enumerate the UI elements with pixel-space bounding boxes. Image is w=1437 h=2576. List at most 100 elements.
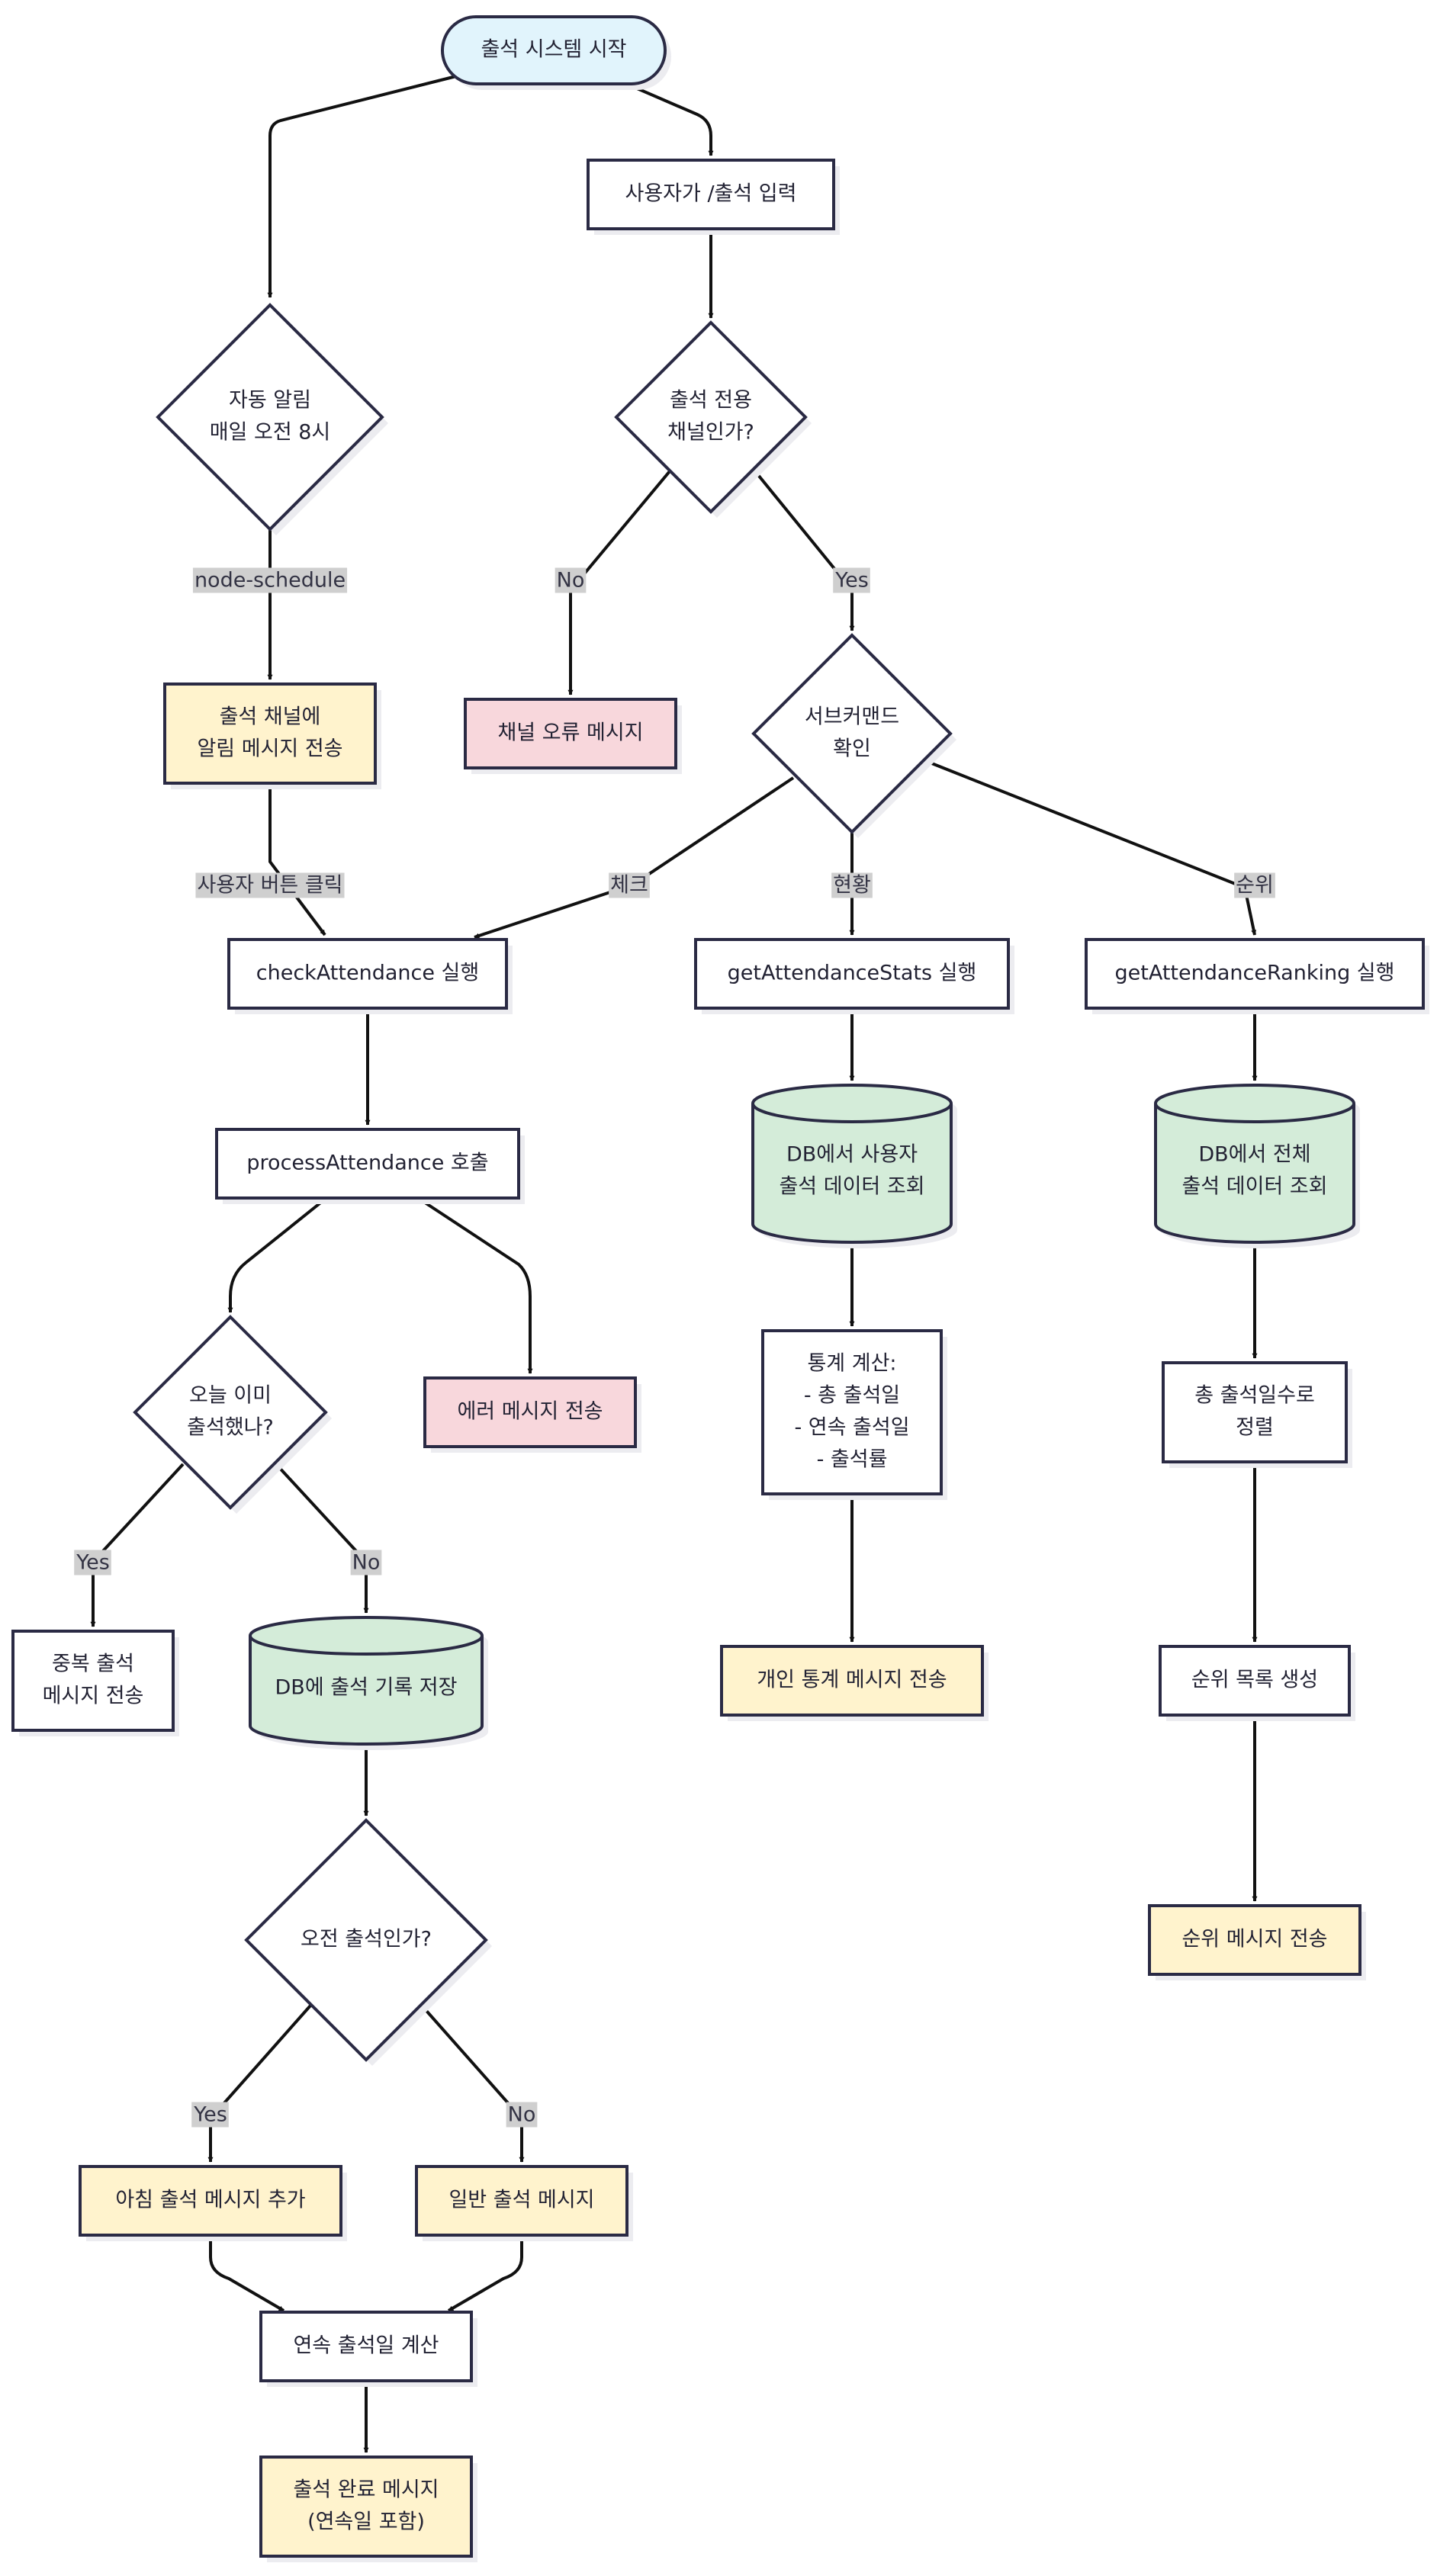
node-db-save-label: DB에 출석 기록 저장 <box>275 1676 458 1700</box>
node-normal-msg: 일반 출석 메시지 <box>415 2165 633 2241</box>
node-subcommand-label: 서브커맨드 <box>805 705 899 729</box>
node-db-all-label: DB에서 전체 <box>1198 1143 1310 1167</box>
node-db-save: DB에 출석 기록 저장 <box>249 1616 488 1750</box>
node-ranking-list: 순위 목록 생성 <box>1159 1645 1355 1721</box>
node-user-input-label: 사용자가 /출석 입력 <box>625 182 797 206</box>
node-already-checked-label: 출석했나? <box>187 1416 274 1440</box>
edge-label-button-click: 사용자 버튼 클릭 <box>195 872 345 898</box>
edge-sub-rank <box>925 760 1257 936</box>
svg-text:No: No <box>508 2103 536 2127</box>
svg-text:node-schedule: node-schedule <box>194 569 346 593</box>
node-morning-check-label: 오전 출석인가? <box>301 1928 432 1951</box>
node-channel-error-label: 채널 오류 메시지 <box>497 721 643 745</box>
node-channel-check-label: 출석 전용 <box>670 389 752 413</box>
node-morning-msg-label: 아침 출석 메시지 추가 <box>115 2189 305 2212</box>
edge-label-already-no: No <box>350 1550 382 1575</box>
node-channel-check-label: 채널인가? <box>667 421 754 445</box>
node-db-user-label: 출석 데이터 조회 <box>779 1175 924 1199</box>
node-complete-msg-label: (연속일 포함) <box>307 2510 425 2534</box>
node-check-attendance: checkAttendance 실행 <box>227 938 513 1014</box>
node-check-attendance-label: checkAttendance 실행 <box>256 962 479 985</box>
node-stats-calc-label: - 연속 출석일 <box>794 1416 909 1440</box>
node-morning-msg: 아침 출석 메시지 추가 <box>79 2165 347 2241</box>
node-complete-msg: 출석 완료 메시지 (연속일 포함) <box>259 2456 477 2562</box>
node-user-input: 사용자가 /출석 입력 <box>587 159 840 235</box>
node-streak-calc: 연속 출석일 계산 <box>259 2311 477 2387</box>
node-duplicate-msg-label: 메시지 전송 <box>43 1685 144 1708</box>
edge-already-no <box>275 1463 369 1614</box>
node-get-ranking-label: getAttendanceRanking 실행 <box>1115 962 1395 985</box>
edge-morning-msg-to-streak <box>209 2235 285 2312</box>
edge-process-right <box>416 1196 533 1374</box>
node-auto-notify-label: 매일 오전 8시 <box>210 421 331 445</box>
node-start-label: 출석 시스템 시작 <box>481 38 626 62</box>
node-error-msg: 에러 메시지 전송 <box>423 1376 641 1453</box>
node-stats-calc-label: 통계 계산: <box>807 1352 896 1376</box>
edge-process-left <box>227 1196 328 1313</box>
edge-label-sub-check: 체크 <box>609 872 650 898</box>
edge-channel-yes <box>754 470 855 631</box>
node-stats-calc-label: - 총 출석일 <box>804 1384 900 1408</box>
node-duplicate-msg-label: 중복 출석 <box>52 1653 134 1676</box>
node-complete-msg-label: 출석 완료 메시지 <box>293 2478 439 2502</box>
svg-text:No: No <box>352 1551 381 1575</box>
node-ranking-list-label: 순위 목록 생성 <box>1191 1669 1318 1692</box>
edge-normal-msg-to-streak <box>447 2235 523 2312</box>
edge-morning-no <box>420 2004 525 2163</box>
svg-text:현황: 현황 <box>833 874 871 898</box>
node-auto-notify-label: 자동 알림 <box>229 389 311 413</box>
node-start: 출석 시스템 시작 <box>441 15 671 90</box>
node-process-attendance: processAttendance 호출 <box>215 1128 525 1204</box>
node-morning-check: 오전 출석인가? <box>244 1818 492 2066</box>
node-normal-msg-label: 일반 출석 메시지 <box>448 2189 594 2212</box>
svg-text:Yes: Yes <box>76 1551 110 1575</box>
node-personal-stats-msg: 개인 통계 메시지 전송 <box>720 1645 989 1721</box>
node-channel-error: 채널 오류 메시지 <box>464 698 682 774</box>
svg-text:Yes: Yes <box>193 2103 227 2127</box>
node-send-notify-label: 출석 채널에 <box>220 705 321 729</box>
node-db-all-label: 출석 데이터 조회 <box>1181 1175 1327 1199</box>
node-get-ranking: getAttendanceRanking 실행 <box>1085 938 1429 1014</box>
svg-text:No: No <box>557 569 585 593</box>
edge-label-sub-status: 현황 <box>831 872 873 898</box>
svg-text:체크: 체크 <box>610 874 648 898</box>
edge-label-channel-no: No <box>555 567 587 593</box>
edge-label-sub-rank: 순위 <box>1234 872 1275 898</box>
node-stats-calc: 통계 계산: - 총 출석일 - 연속 출석일 - 출석률 <box>761 1329 947 1500</box>
edge-label-schedule: node-schedule <box>192 567 348 593</box>
node-ranking-msg: 순위 메시지 전송 <box>1148 1904 1366 1980</box>
edge-start-to-input <box>629 84 714 156</box>
svg-text:순위: 순위 <box>1236 874 1274 898</box>
node-process-attendance-label: processAttendance 호출 <box>246 1151 488 1175</box>
edge-label-channel-yes: Yes <box>833 567 870 593</box>
node-streak-calc-label: 연속 출석일 계산 <box>293 2334 439 2358</box>
node-already-checked-label: 오늘 이미 <box>189 1384 272 1408</box>
edge-start-to-auto <box>267 75 457 298</box>
node-stats-calc-label: - 출석률 <box>817 1448 888 1472</box>
edge-notify-to-check <box>268 783 326 936</box>
node-ranking-msg-label: 순위 메시지 전송 <box>1181 1928 1327 1951</box>
edge-already-yes <box>90 1463 185 1627</box>
node-get-stats-label: getAttendanceStats 실행 <box>728 962 977 985</box>
node-sort-total-label: 정렬 <box>1236 1416 1274 1440</box>
node-send-notify-label: 알림 메시지 전송 <box>197 737 342 761</box>
node-subcommand-label: 확인 <box>833 737 871 761</box>
svg-text:Yes: Yes <box>834 569 869 593</box>
node-db-user-label: DB에서 사용자 <box>786 1143 918 1167</box>
edge-label-already-yes: Yes <box>74 1550 111 1575</box>
node-sort-total-label: 총 출석일수로 <box>1194 1384 1315 1408</box>
edge-sub-check <box>474 776 795 939</box>
node-get-stats: getAttendanceStats 실행 <box>694 938 1014 1014</box>
